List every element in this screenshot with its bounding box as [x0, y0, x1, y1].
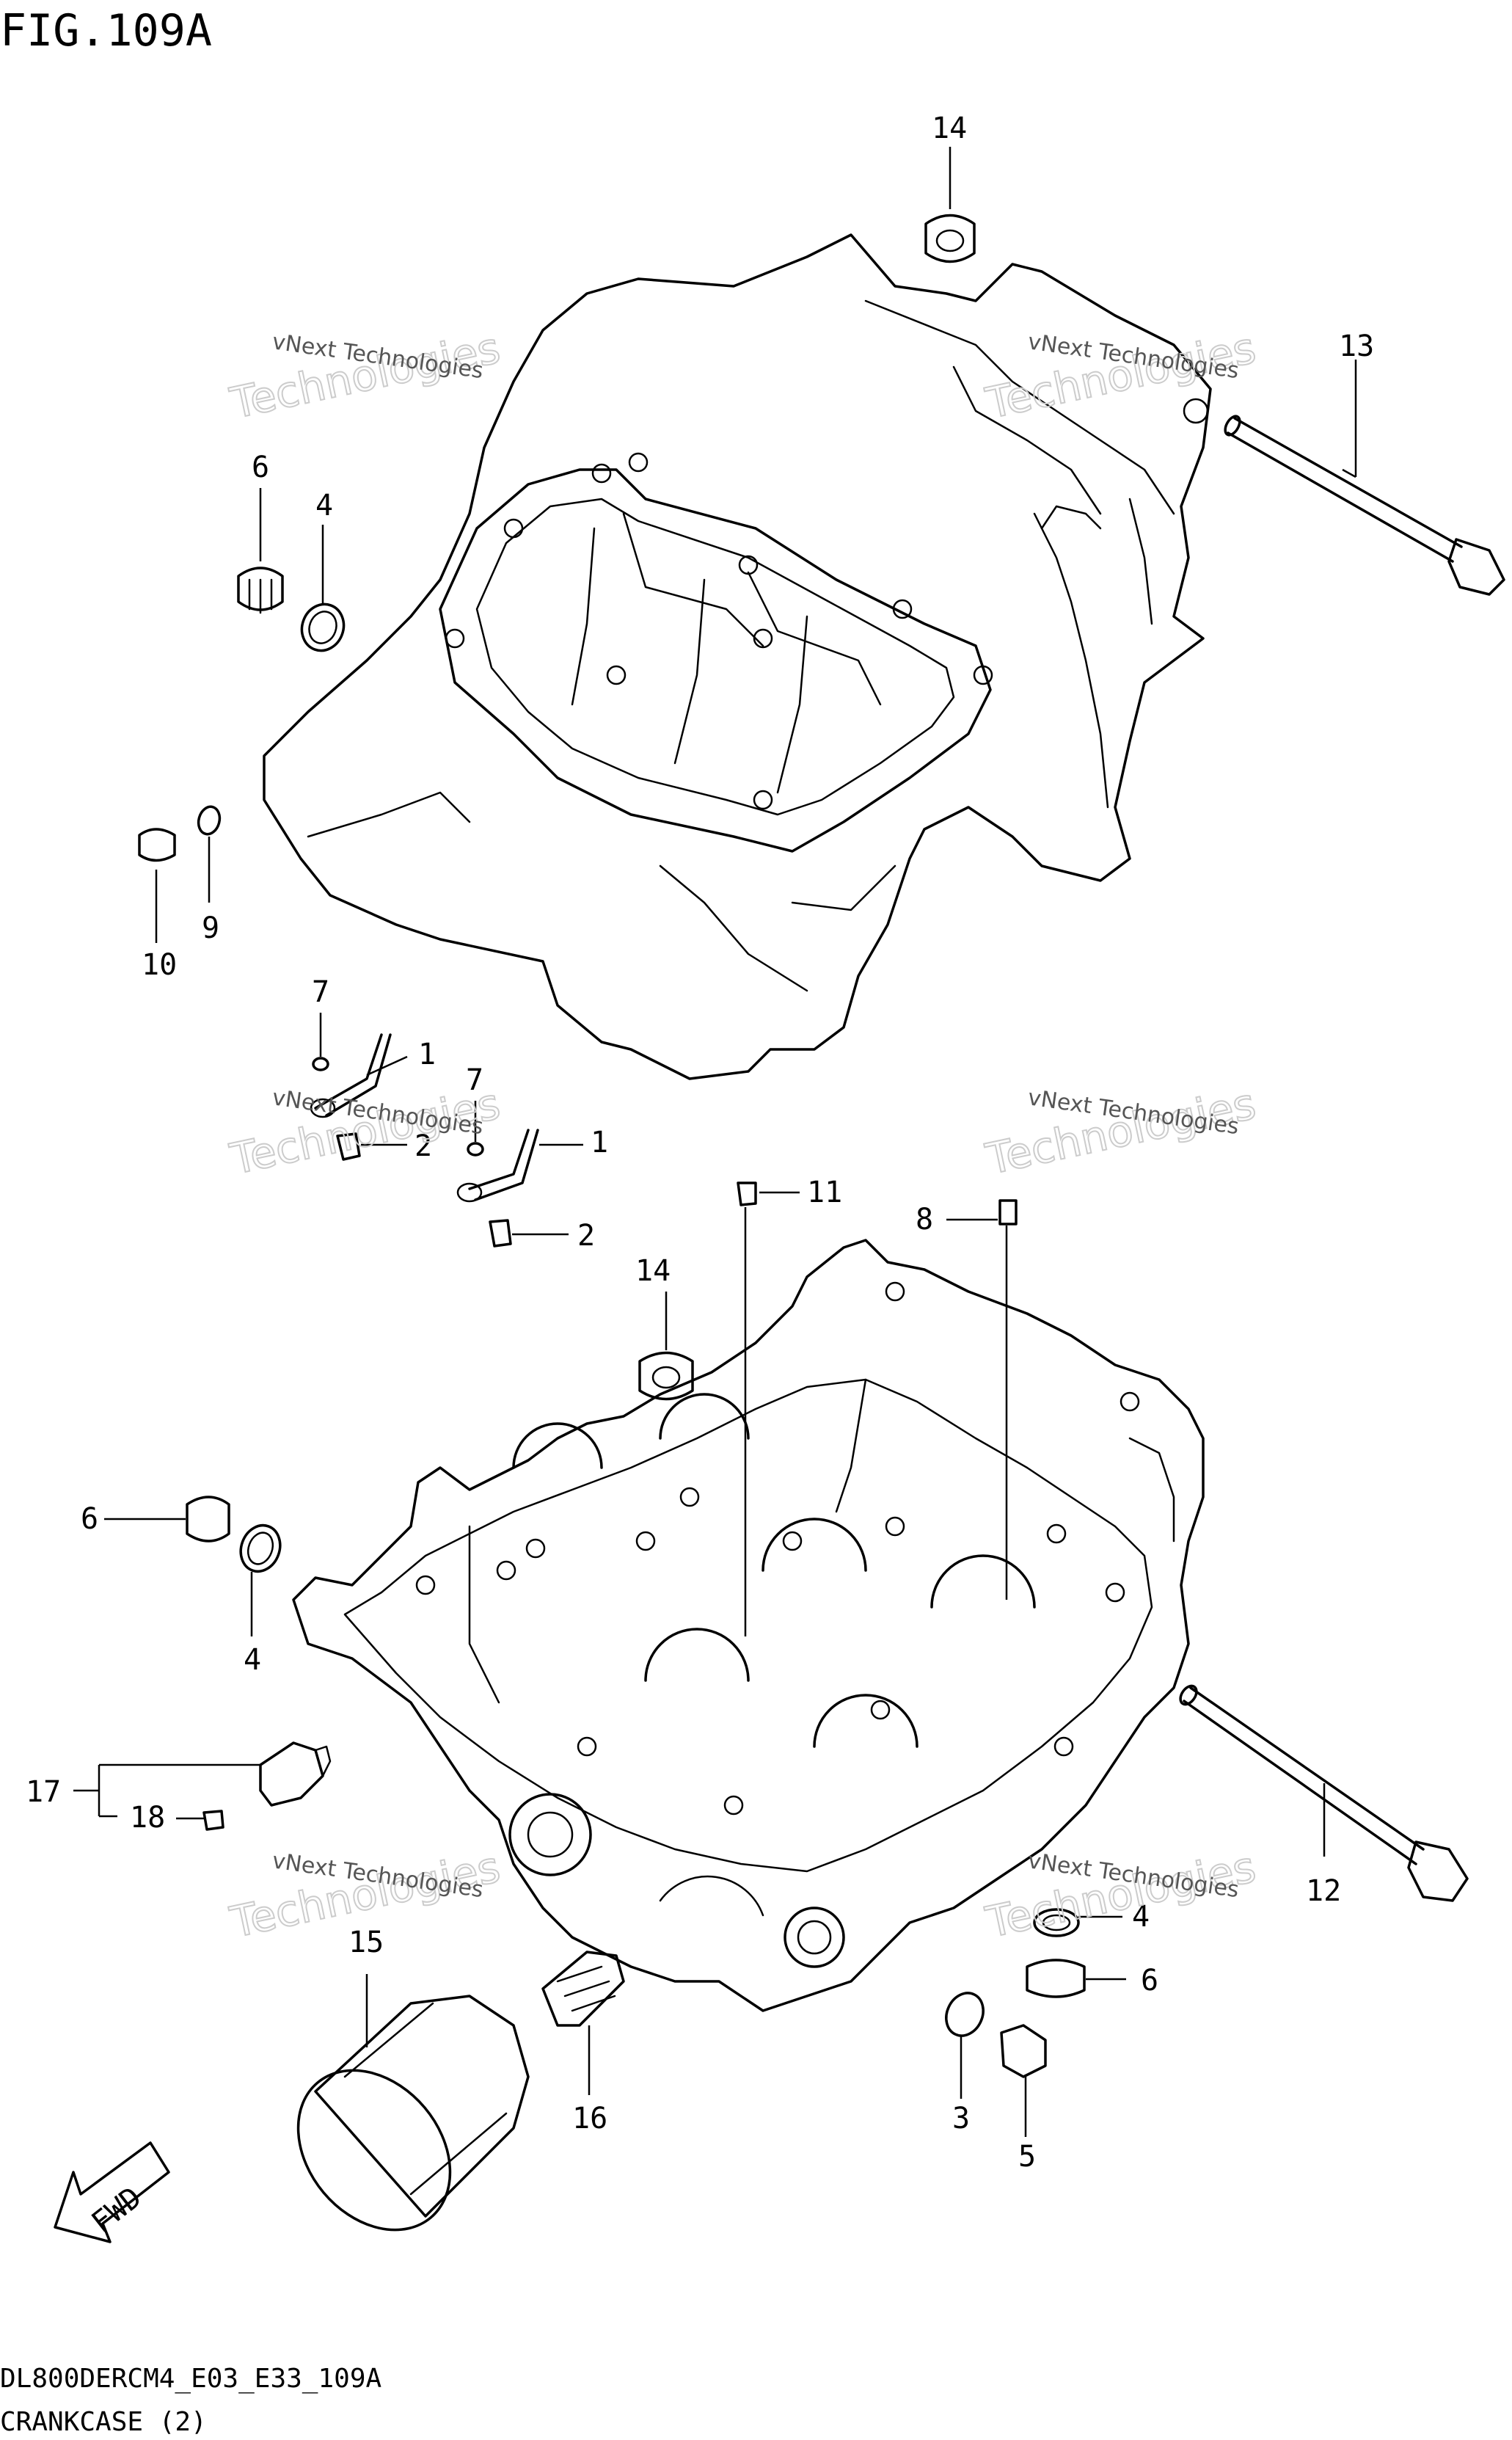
callout-1: 1 — [591, 1126, 608, 1159]
callout-12: 12 — [1306, 1874, 1341, 1908]
part-4-washer-right — [1033, 1908, 1080, 1937]
part-18-screw — [202, 1810, 224, 1831]
upper-crankcase — [263, 233, 1212, 1080]
part-8-pin — [998, 1199, 1018, 1226]
part-4-washer-upper — [300, 602, 346, 652]
part-6-plug-upper — [237, 567, 284, 614]
part-3-washer — [945, 1992, 985, 2037]
part-1-oil-pipes — [310, 1033, 539, 1203]
part-10-plug — [138, 828, 176, 862]
part-6-plug-left — [186, 1496, 230, 1543]
callout-7: 7 — [312, 975, 329, 1009]
part-14-upper-nut — [924, 214, 976, 263]
callout-2: 2 — [414, 1129, 432, 1163]
leader-lines — [73, 147, 1357, 2137]
callout-6: 6 — [81, 1502, 98, 1536]
callout-4: 4 — [315, 489, 333, 522]
callout-5: 5 — [1018, 2140, 1036, 2174]
part-9-washer — [197, 805, 222, 836]
callout-17: 17 — [26, 1775, 61, 1809]
figure-code: DL800DERCM4_E03_E33_109A — [0, 2364, 381, 2394]
callout-15: 15 — [348, 1926, 384, 1959]
part-6-plug-right — [1026, 1959, 1086, 1998]
callout-4: 4 — [244, 1643, 261, 1677]
watermarks: Technologies vNext Technologies Technolo… — [225, 322, 1261, 1948]
callout-18: 18 — [130, 1801, 165, 1835]
part-4-washer-left — [239, 1523, 282, 1573]
part-5-plug — [1000, 2024, 1047, 2078]
callout-9: 9 — [202, 911, 219, 945]
callout-4: 4 — [1132, 1900, 1150, 1934]
part-7-orings — [312, 1057, 484, 1157]
figure-title: FIG.109A — [0, 5, 212, 57]
part-2-bolts — [336, 1132, 512, 1248]
callout-8: 8 — [916, 1203, 933, 1237]
callout-10: 10 — [142, 948, 177, 982]
callout-2: 2 — [577, 1219, 595, 1253]
callout-6: 6 — [252, 451, 269, 484]
part-17-pressure-switch — [259, 1741, 332, 1807]
part-16-union-bolt — [541, 1951, 625, 2027]
fwd-arrow-icon: FWD — [54, 2141, 170, 2243]
callout-3: 3 — [952, 2102, 970, 2135]
callout-6: 6 — [1141, 1964, 1158, 1997]
callout-16: 16 — [572, 2102, 607, 2135]
callout-14: 14 — [932, 112, 967, 145]
fwd-label: FWD — [86, 2180, 148, 2240]
part-11-jet — [737, 1181, 757, 1206]
part-15-oil-filter — [296, 1995, 530, 2232]
part-12-bolt — [1179, 1684, 1469, 1902]
callout-7: 7 — [466, 1063, 483, 1097]
part-14-lower-nut — [638, 1351, 694, 1401]
callout-11: 11 — [807, 1176, 842, 1209]
lower-crankcase — [292, 1239, 1205, 2012]
callout-labels: 14 13 6 4 10 9 7 1 2 7 1 2 11 8 14 6 4 1… — [26, 112, 1374, 2174]
part-13-bolt — [1224, 415, 1505, 596]
callout-1: 1 — [418, 1038, 436, 1071]
callout-14: 14 — [635, 1254, 671, 1288]
figure-caption: CRANKCASE (2) — [0, 2407, 207, 2436]
callout-13: 13 — [1339, 329, 1374, 363]
